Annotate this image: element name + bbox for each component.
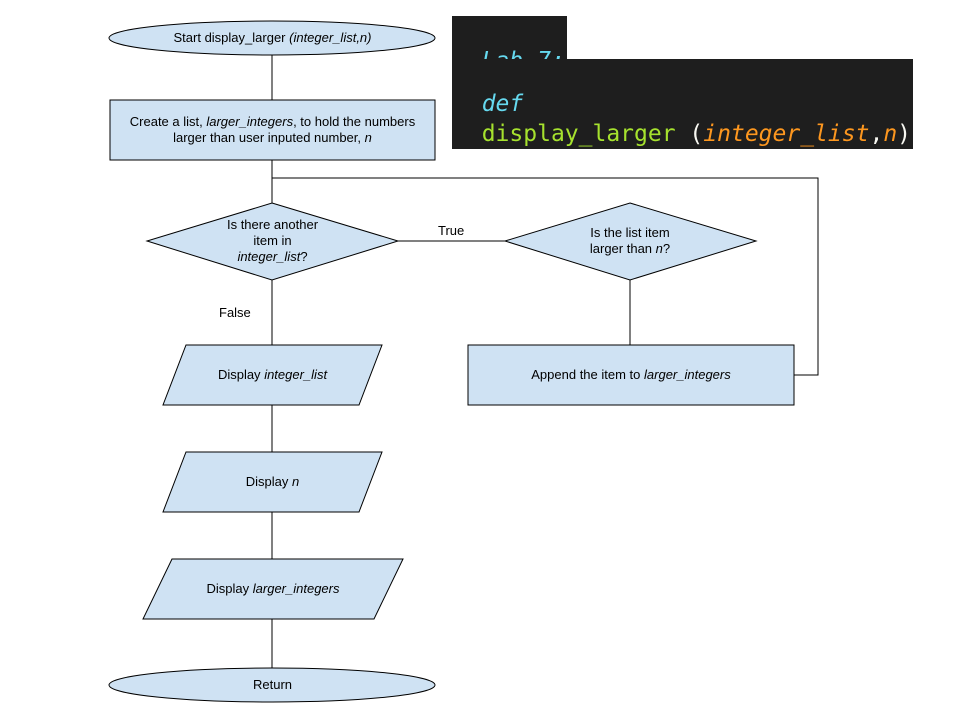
def-keyword: def <box>481 91 524 117</box>
decision-larger-label: Is the list item larger than n? <box>555 220 705 262</box>
larger-italic: n <box>655 241 663 256</box>
create-part1: Create a list, <box>129 114 207 129</box>
false-edge-label: False <box>219 305 251 320</box>
display-integer-list-label: Display integer_list <box>163 345 382 405</box>
display-list-prefix: Display <box>217 367 265 382</box>
return-terminal[interactable] <box>108 667 436 703</box>
decision-another-item[interactable] <box>145 202 400 281</box>
append-label: Append the item to larger_integers <box>468 345 794 405</box>
display-n-prefix: Display <box>245 474 292 489</box>
append-italic: larger_integers <box>644 367 731 382</box>
true-edge-label: True <box>438 223 465 238</box>
param-n: n <box>883 121 898 147</box>
another-line2: item in <box>253 233 292 248</box>
param-comma: , <box>869 121 884 147</box>
decision-another-label: Is there another item in integer_list? <box>200 210 345 272</box>
create-part2: , to hold the numbers <box>293 114 416 129</box>
param-integer-list: integer_list <box>703 121 870 147</box>
function-name: display_larger <box>481 121 676 147</box>
append-process[interactable] <box>467 344 795 406</box>
larger-line2: larger than <box>589 241 656 256</box>
another-italic: integer_list <box>237 249 301 264</box>
append-prefix: Append the item to <box>531 367 645 382</box>
start-params: (integer_list,n) <box>289 30 372 45</box>
create-italic2: n <box>364 130 372 145</box>
display-n-label: Display n <box>163 452 382 512</box>
display-larger-prefix: Display <box>206 581 253 596</box>
edge-append-loop-back <box>272 177 819 376</box>
create-italic1: larger_integers <box>206 114 294 129</box>
display-larger-italic: larger_integers <box>252 581 340 596</box>
start-terminal-label: Start display_larger (integer_list,n) <box>110 21 435 55</box>
start-prefix: Start display_larger <box>173 30 290 45</box>
function-signature: def display_larger (integer_list,n) <box>452 59 914 149</box>
create-list-label: Create a list, larger_integers, to hold … <box>110 100 435 160</box>
display-larger-integers-io[interactable] <box>142 558 404 620</box>
display-larger-integers-label: Display larger_integers <box>143 559 403 619</box>
larger-suffix: ? <box>662 241 671 256</box>
display-n-italic: n <box>292 474 300 489</box>
return-label: Return <box>252 677 293 692</box>
display-integer-list-io[interactable] <box>162 344 383 406</box>
create-line2: larger than user inputed number, <box>173 130 365 145</box>
larger-line1: Is the list item <box>590 225 670 240</box>
return-terminal-label: Return <box>110 668 435 702</box>
display-list-italic: integer_list <box>264 367 328 382</box>
close-paren: ) <box>897 121 912 147</box>
create-list-process[interactable] <box>109 99 436 161</box>
another-line1: Is there another <box>226 217 319 232</box>
another-suffix: ? <box>300 249 308 264</box>
display-n-io[interactable] <box>162 451 383 513</box>
start-terminal[interactable] <box>108 20 436 56</box>
decision-larger-than-n[interactable] <box>503 202 758 281</box>
open-paren: ( <box>675 121 704 147</box>
connectors <box>271 55 819 668</box>
